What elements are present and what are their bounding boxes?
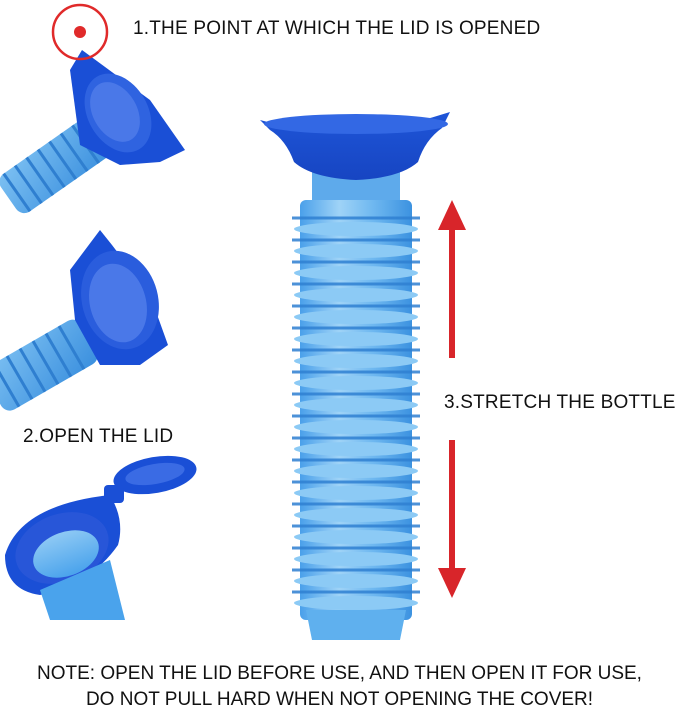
step1-funnel-closed-image xyxy=(0,3,185,214)
step2-label: 2.OPEN THE LID xyxy=(23,426,174,447)
step3-label: 3.STRETCH THE BOTTLE xyxy=(444,392,676,413)
step2-lid-open-image xyxy=(5,455,197,620)
step1-label: 1.THE POINT AT WHICH THE LID IS OPENED xyxy=(133,18,541,39)
double-headed-vertical-arrow-icon xyxy=(438,200,466,598)
step2-funnel-image xyxy=(0,230,168,411)
red-dot-circle-icon xyxy=(51,3,109,61)
bottle-extended-image xyxy=(260,112,450,640)
note-line-1: NOTE: OPEN THE LID BEFORE USE, AND THEN … xyxy=(37,663,642,684)
note-line-2: DO NOT PULL HARD WHEN NOT OPENING THE CO… xyxy=(85,689,594,710)
